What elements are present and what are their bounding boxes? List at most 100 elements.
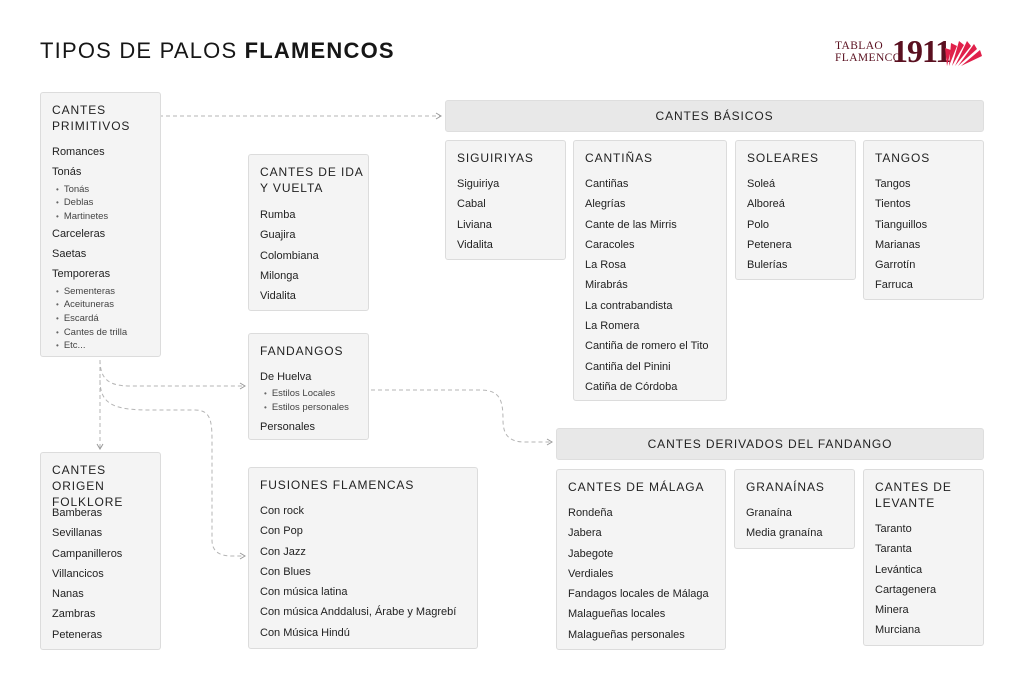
sub-item: Aceituneras [52, 298, 127, 312]
fan-icon [945, 41, 982, 66]
list-item: Villancicos [52, 567, 104, 580]
list-item: Vidalita [457, 238, 493, 251]
sub-item: Escardá [52, 312, 127, 326]
list-item: Vidalita [260, 290, 296, 303]
list-item: Cantiña del Pinini [585, 360, 671, 373]
list-item: Romances [52, 146, 105, 158]
item-list: De Huelva Estilos Locales Estilos person… [260, 367, 349, 437]
list-item: Jabegote [568, 547, 614, 560]
list-item: Cabal [457, 198, 486, 211]
list-item: Soleá [747, 178, 776, 190]
list-item: Carceleras [52, 227, 106, 240]
list-item: Milonga [260, 269, 299, 282]
section-header: FANDANGOS [260, 344, 344, 358]
list-item: Zambras [52, 608, 96, 621]
list-item: Con Blues [260, 565, 311, 578]
list-item: Campanilleros [52, 547, 123, 560]
list-item: Farruca [875, 279, 913, 292]
list-item: Marianas [875, 238, 921, 251]
list-item: Taranto [875, 523, 912, 535]
list-item: Siguiriya [457, 178, 500, 190]
item-list: Con rock Con Pop Con Jazz Con Blues Con … [260, 501, 456, 643]
list-item: Tientos [875, 198, 911, 211]
sub-item: Tonás [52, 183, 127, 197]
list-item: Con Música Hindú [260, 626, 350, 639]
list-item: Nanas [52, 588, 84, 601]
item-list: Granaína Media granaína [746, 503, 822, 544]
section-header: SOLEARES [747, 151, 819, 165]
list-item: Media granaína [746, 527, 823, 540]
section-cantes-malaga: CANTES DE MÁLAGA Rondeña Jabera Jabegote… [556, 469, 726, 650]
section-fusiones-flamencas: FUSIONES FLAMENCAS Con rock Con Pop Con … [248, 467, 478, 649]
list-item: De Huelva [260, 371, 312, 383]
list-item: Rondeña [568, 507, 613, 519]
section-soleares: SOLEARES Soleá Alboreá Polo Petenera Bul… [735, 140, 856, 280]
logo-text: TABLAO FLAMENCO [835, 40, 902, 64]
list-item: La contrabandista [585, 299, 673, 312]
section-header: CANTIÑAS [585, 151, 653, 165]
section-fandangos: FANDANGOS De Huelva Estilos Locales Esti… [248, 333, 369, 440]
list-item: Polo [747, 218, 770, 231]
list-item: Granaína [746, 507, 792, 519]
section-cantinas: CANTIÑAS Cantiñas Alegrías Cante de las … [573, 140, 727, 401]
list-item: Con rock [260, 505, 305, 517]
sub-item: Estilos personales [260, 401, 349, 415]
list-item: Tangos [875, 178, 911, 190]
list-item: Personales [260, 420, 316, 433]
list-item: Alegrías [585, 198, 626, 211]
item-list: Cantiñas Alegrías Cante de las Mirris Ca… [585, 174, 709, 397]
sub-item: Deblas [52, 196, 127, 210]
list-item: Peteneras [52, 628, 103, 641]
list-item: Cantiñas [585, 178, 629, 190]
sub-item: Estilos Locales [260, 387, 349, 401]
section-header: SIGUIRIYAS [457, 151, 534, 165]
sub-item: Etc... [52, 339, 127, 353]
section-header: TANGOS [875, 151, 931, 165]
list-item: Alboreá [747, 198, 785, 211]
section-tangos: TANGOS Tangos Tientos Tianguillos Marian… [863, 140, 984, 300]
section-siguiriyas: SIGUIRIYAS Siguiriya Cabal Liviana Vidal… [445, 140, 566, 260]
band-cantes-derivados-fandango: CANTES DERIVADOS DEL FANDANGO [556, 428, 984, 460]
list-item: Liviana [457, 218, 492, 231]
list-item: Mirabrás [585, 279, 628, 292]
list-item: Murciana [875, 624, 921, 637]
sub-item: Sementeras [52, 285, 127, 299]
list-item: La Rosa [585, 259, 626, 272]
logo-number: 1911 [892, 33, 951, 69]
item-list: Tangos Tientos Tianguillos Marianas Garr… [875, 174, 927, 296]
list-item: Bamberas [52, 507, 103, 519]
list-item: Tonás [52, 166, 82, 179]
list-item: Levántica [875, 563, 923, 576]
band-cantes-basicos: CANTES BÁSICOS [445, 100, 984, 132]
list-item: Petenera [747, 238, 792, 251]
list-item: Cantiña de romero el Tito [585, 340, 709, 353]
link-primitivos-fandangos [99, 359, 246, 390]
list-item: Verdiales [568, 567, 614, 580]
item-list: Romances Tonás Tonás Deblas Martinetes C… [52, 142, 127, 353]
sub-item: Martinetes [52, 210, 127, 224]
list-item: Jabera [568, 527, 602, 540]
list-item: Con Pop [260, 525, 303, 538]
list-item: Garrotín [875, 259, 916, 272]
item-list: Rumba Guajira Colombiana Milonga Vidalit… [260, 205, 319, 306]
list-item: Fandagos locales de Málaga [568, 588, 709, 601]
list-item: Bulerías [747, 259, 788, 272]
section-header: CANTES DE MÁLAGA [568, 480, 705, 494]
list-item: Rumba [260, 209, 296, 221]
list-item: Caracoles [585, 238, 635, 251]
list-item: Malagueñas locales [568, 608, 666, 621]
list-item: Temporeras [52, 268, 111, 281]
section-granainas: GRANAÍNAS Granaína Media granaína [734, 469, 855, 549]
item-list: Siguiriya Cabal Liviana Vidalita [457, 174, 499, 255]
section-header: GRANAÍNAS [746, 480, 825, 494]
list-item: Con Jazz [260, 545, 306, 558]
list-item: Con música latina [260, 586, 348, 599]
list-item: Taranta [875, 543, 912, 556]
